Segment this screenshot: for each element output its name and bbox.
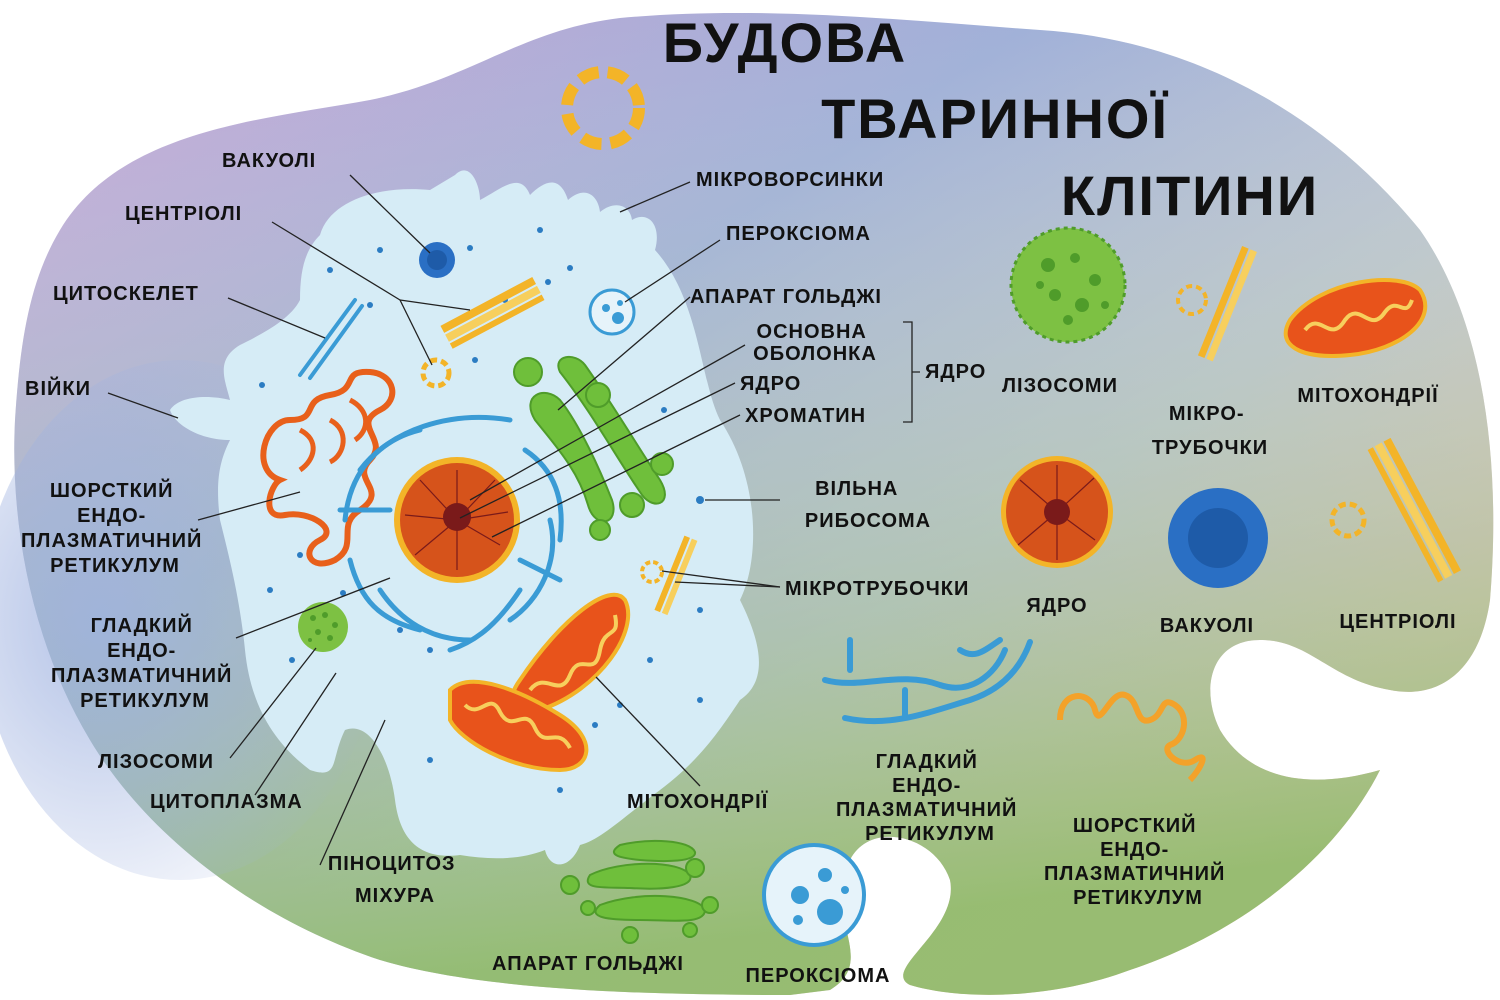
label-vacuoles: ВАКУОЛІ xyxy=(222,150,316,172)
gallery-label-golgi: АПАРАТ ГОЛЬДЖІ xyxy=(492,953,684,975)
lysosome xyxy=(298,602,348,652)
title-line-3: КЛІТИНИ xyxy=(1061,164,1319,227)
gallery-mitochondrion xyxy=(1283,278,1428,358)
gallery-labels: ЛІЗОСОМИ МІКРО- ТРУБОЧКИ МІТОХОНДРІЇ ЯДР… xyxy=(492,375,1456,987)
gallery-label-lysosomes: ЛІЗОСОМИ xyxy=(1002,375,1118,397)
label-microvilli: МІКРОВОРСИНКИ xyxy=(696,169,884,191)
gallery-label-rough-er: ШОРСТКИЙ ЕНДО- ПЛАЗМАТИЧНИЙ РЕТИКУЛУМ xyxy=(1044,813,1232,909)
gallery-vacuole xyxy=(1168,488,1268,588)
label-peroxisome: ПЕРОКСІОМА xyxy=(726,223,871,245)
label-free-ribosome: ВІЛЬНА РИБОСОМА xyxy=(805,478,931,532)
gallery-label-mitochondria: МІТОХОНДРІЇ xyxy=(1297,384,1438,407)
label-smooth-er: ГЛАДКИЙ ЕНДО- ПЛАЗМАТИЧНИЙ РЕТИКУЛУМ xyxy=(51,613,239,712)
gallery-label-vacuoles: ВАКУОЛІ xyxy=(1160,615,1254,637)
centriole-ring-icon xyxy=(561,66,645,150)
cytoskeleton xyxy=(298,298,364,380)
gallery-golgi xyxy=(560,839,719,944)
animal-cell xyxy=(170,170,759,865)
gallery-label-centrioles: ЦЕНТРІОЛІ xyxy=(1339,611,1456,633)
gallery-peroxisome xyxy=(762,843,866,947)
gallery-label-peroxisome: ПЕРОКСІОМА xyxy=(746,965,891,987)
label-golgi: АПАРАТ ГОЛЬДЖІ xyxy=(690,286,882,308)
label-rough-er: ШОРСТКИЙ ЕНДО- ПЛАЗМАТИЧНИЙ РЕТИКУЛУМ xyxy=(21,478,209,577)
label-cytoplasm: ЦИТОПЛАЗМА xyxy=(150,791,303,813)
smooth-endoplasmic-reticulum xyxy=(337,415,564,653)
centriole xyxy=(420,276,545,389)
label-nucleolus: ЯДРО xyxy=(740,373,801,395)
label-mitochondria: МІТОХОНДРІЇ xyxy=(627,790,768,813)
gallery-smooth-er xyxy=(822,637,1033,725)
leader-lines xyxy=(107,174,920,866)
mitochondrion xyxy=(448,679,589,773)
gallery-lysosome xyxy=(1009,226,1127,344)
microtubules xyxy=(640,535,698,616)
label-cytoskeleton: ЦИТОСКЕЛЕТ xyxy=(53,283,199,305)
gallery-label-microtubules: МІКРО- ТРУБОЧКИ xyxy=(1152,403,1268,459)
peroxisome xyxy=(588,288,636,336)
gallery xyxy=(560,226,1461,947)
nucleus xyxy=(394,457,520,583)
gallery-label-nucleus: ЯДРО xyxy=(1026,595,1087,617)
label-nucleus-group: ЯДРО xyxy=(925,361,986,383)
diagram-title: БУДОВА ТВАРИННОЇ КЛІТИНИ xyxy=(663,11,1319,227)
cell-labels: ВАКУОЛІ ЦЕНТРІОЛІ ЦИТОСКЕЛЕТ ВІЙКИ ШОРСТ… xyxy=(21,150,986,907)
gallery-label-smooth-er: ГЛАДКИЙ ЕНДО- ПЛАЗМАТИЧНИЙ РЕТИКУЛУМ xyxy=(836,749,1024,845)
label-chromatin: ХРОМАТИН xyxy=(745,405,866,427)
nucleolus xyxy=(443,503,471,531)
gallery-nucleus xyxy=(1001,456,1113,568)
title-line-1: БУДОВА xyxy=(663,11,907,74)
gallery-microtubule xyxy=(1176,245,1257,362)
gallery-centriole xyxy=(1329,437,1461,583)
golgi-apparatus xyxy=(513,356,674,541)
label-lysosomes: ЛІЗОСОМИ xyxy=(98,751,214,773)
gallery-rough-er xyxy=(1057,691,1206,783)
title-line-2: ТВАРИННОЇ xyxy=(821,87,1169,150)
label-pinocytosis: ПІНОЦИТОЗ МІХУРА xyxy=(328,853,462,907)
label-microtubules: МІКРОТРУБОЧКИ xyxy=(785,578,969,600)
label-cilia: ВІЙКИ xyxy=(25,376,91,400)
label-centrioles: ЦЕНТРІОЛІ xyxy=(125,203,242,225)
label-nuclear-envelope: ОСНОВНА ОБОЛОНКА xyxy=(753,321,877,365)
